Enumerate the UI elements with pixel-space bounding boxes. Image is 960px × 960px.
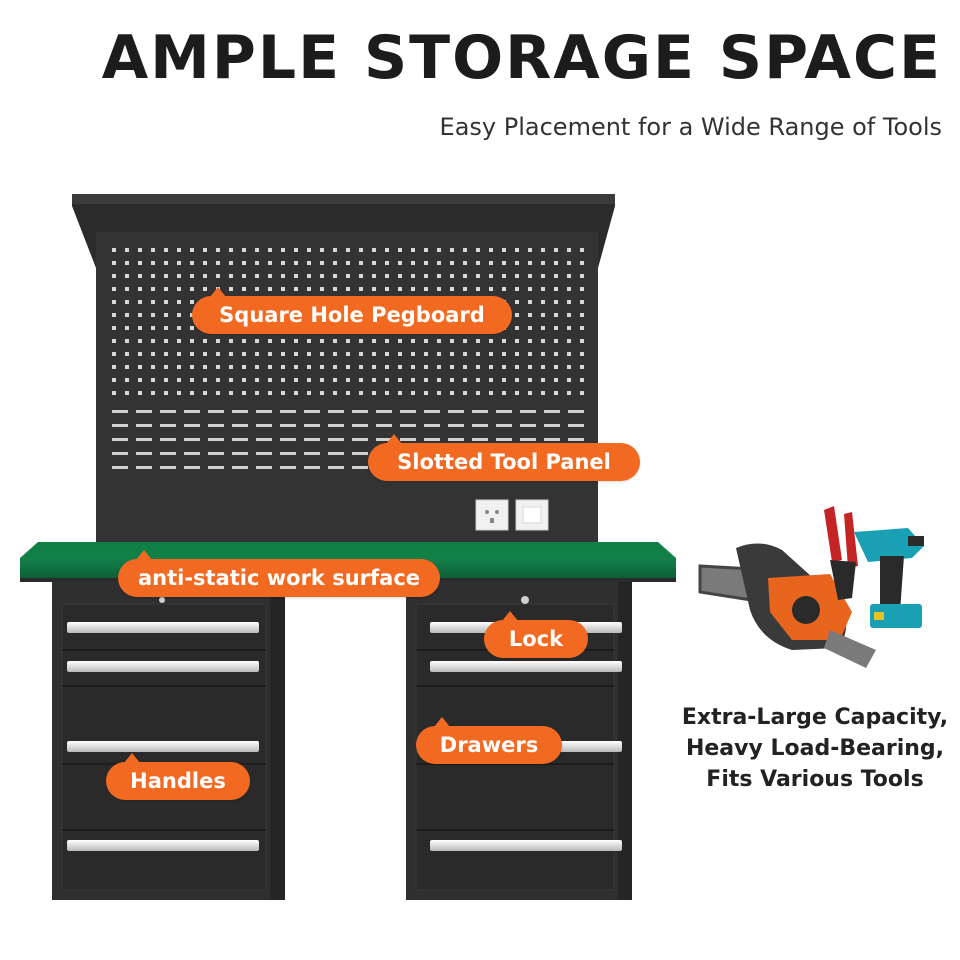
power-switch — [515, 499, 549, 531]
pegboard-panel — [72, 194, 615, 546]
handles-callout: Handles — [106, 753, 250, 800]
page-subtitle: Easy Placement for a Wide Range of Tools — [439, 113, 942, 141]
drawers-callout: Drawers — [416, 717, 562, 764]
capacity-text: Extra-Large Capacity, Heavy Load-Bearing… — [670, 702, 960, 795]
left-drawer-cabinet — [52, 582, 285, 900]
capacity-line-2: Heavy Load-Bearing, — [685, 736, 945, 761]
slotted-panel-callout: Slotted Tool Panel — [368, 434, 640, 481]
wire-stripper-icon — [824, 506, 858, 600]
lock-icon — [521, 596, 529, 604]
pegboard-callout: Square Hole Pegboard — [192, 287, 512, 334]
power-outlet — [475, 499, 509, 531]
work-surface-callout: anti-static work surface — [118, 550, 440, 597]
lock-callout: Lock — [484, 611, 588, 658]
capacity-line-1: Extra-Large Capacity, — [681, 705, 949, 730]
capacity-line-3: Fits Various Tools — [706, 767, 924, 792]
chainsaw-icon — [698, 543, 876, 668]
cordless-drill-icon — [854, 528, 924, 628]
page-title: AMPLE STORAGE SPACE — [101, 23, 942, 93]
